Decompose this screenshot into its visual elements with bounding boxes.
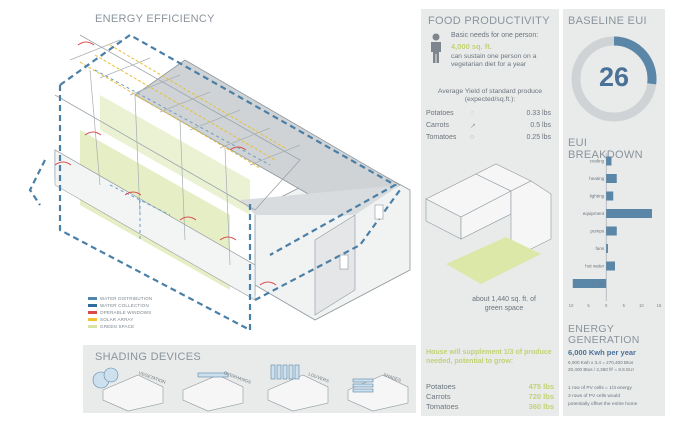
energy-note-1: 1 row of PV cells = 1/3 energy — [568, 386, 632, 391]
food-productivity-title: FOOD PRODUCTIVITY — [428, 15, 550, 27]
x-tick-label: 10 — [639, 303, 644, 308]
legend-item-water-distribution: WATER DISTRIBUTION — [88, 296, 152, 301]
total-row-potatoes: Potatoes 475 lbs — [426, 382, 554, 391]
energy-efficiency-section: ENERGY EFFICIENCY — [28, 13, 411, 331]
legend-item-green-space: GREEN SPACE — [88, 324, 134, 329]
x-tick-label: 0 — [605, 303, 608, 308]
yield-row-carrots: Carrots ↗ 0.5 lbs — [426, 122, 551, 130]
bar-pumps — [606, 226, 617, 236]
eui-gauge-fill — [571, 36, 657, 122]
total-row-carrots: Carrots 720 lbs — [426, 392, 554, 401]
shading-illustrations — [92, 364, 409, 412]
legend-item-operable-windows: OPERABLE WINDOWS — [88, 310, 151, 315]
energy-efficiency-title: ENERGY EFFICIENCY — [95, 13, 215, 25]
x-tick-label: 10 — [569, 303, 574, 308]
potato-icon: ◌ — [470, 110, 475, 117]
food-productivity-panel: FOOD PRODUCTIVITY Basic needs for one pe… — [421, 9, 559, 416]
category-label-hot-water: hot water — [585, 264, 604, 269]
bar-heating — [606, 174, 617, 183]
x-tick-label: 15 — [657, 303, 662, 308]
eui-gauge — [571, 36, 657, 122]
bar-fans — [606, 244, 608, 253]
bar-cooling — [606, 156, 612, 166]
yield-row-tomatoes: Tomatoes ○ 0.25 lbs — [426, 134, 551, 141]
green-space-plot — [446, 237, 541, 284]
tomato-icon: ○ — [470, 134, 475, 141]
baseline-eui-panel: BASELINE EUI 26 EUI BREAKDOWN cooling hea… — [563, 9, 665, 416]
energy-generation-amount: 6,000 Kwh per year — [568, 348, 636, 357]
green-space-illustration — [425, 163, 552, 284]
yield-title: Average Yield of standard produce (expec… — [437, 88, 543, 103]
legend-item-water-collection: WATER COLLECTION — [88, 303, 149, 308]
bar-pv — [572, 279, 607, 288]
eui-breakdown-title: EUI BREAKDOWN — [568, 137, 643, 161]
category-label-lighting: lighting — [590, 194, 605, 199]
green-space-text: about 1,440 sq. ft. of green space — [472, 296, 536, 312]
eui-breakdown-chart: cooling heating lighting equipment pumps fans… — [569, 153, 662, 308]
eui-value: 26 — [598, 62, 630, 92]
person-icon — [431, 33, 441, 63]
basic-needs-text: Basic needs for one person: — [451, 32, 539, 39]
energy-calc-2: 20,400 Btus / 2,360 ft² = 8.5 EUI — [568, 367, 634, 372]
total-row-tomatoes: Tomatoes 360 lbs — [426, 402, 554, 411]
sustain-text: can sustain one person on a vegetarian d… — [451, 53, 537, 68]
bar-lighting — [606, 191, 614, 201]
shading-devices-panel: SHADING DEVICES VEGETATION OVERHANGS LOU… — [83, 345, 416, 413]
energy-note-2: 3 rows of PV cells would — [568, 394, 620, 399]
x-tick-label: 5 — [587, 303, 590, 308]
category-label-fans: fans — [596, 246, 605, 251]
supplement-text: House will supplement 1/3 of produce nee… — [426, 349, 552, 365]
energy-generation-title: ENERGY GENERATION — [568, 323, 640, 346]
bar-equipment — [606, 209, 652, 218]
x-tick-label: 5 — [623, 303, 626, 308]
area-needed: 4,000 sq. ft. — [451, 42, 492, 51]
house-axonometric-diagram — [28, 33, 411, 331]
category-label-pumps: pumps — [590, 229, 604, 234]
category-label-cooling: cooling — [590, 159, 605, 164]
category-label-equipment: equipment — [583, 211, 605, 216]
bar-hot-water — [606, 261, 615, 271]
baseline-eui-title: BASELINE EUI — [568, 15, 647, 27]
legend-item-solar-array: SOLAR ARRAY — [88, 317, 134, 322]
shading-devices-title: SHADING DEVICES — [95, 351, 201, 363]
category-label-pv: pv — [599, 281, 605, 286]
energy-note-3: potentially offset the entire home — [568, 402, 638, 407]
carrot-icon: ↗ — [470, 123, 476, 130]
energy-calc-1: 6,000 Kwh x 3.4 = 270,400 Btus — [568, 360, 634, 365]
yield-row-potatoes: Potatoes ◌ 0.33 lbs — [426, 110, 551, 117]
category-label-heating: heating — [589, 176, 605, 181]
